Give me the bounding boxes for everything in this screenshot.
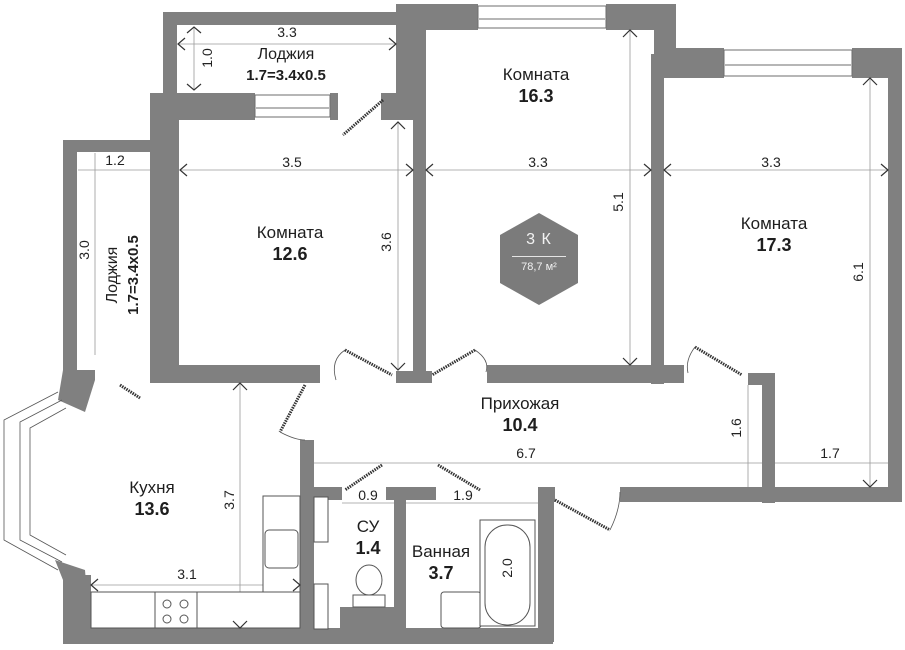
dim-wc-width: 0.9 [358,487,378,503]
dimension-arrows [90,26,889,629]
dim-hall-niche-depth: 1.6 [728,418,744,438]
dim-room17-length: 6.1 [850,262,866,282]
room-area: 10.4 [502,415,538,435]
dim-loggia-left-width: 1.2 [105,152,125,168]
apartment-total-area: 78,7 м² [521,261,557,273]
stove [154,591,198,629]
room-label-room-12: Комната 12.6 [257,223,324,265]
room-label-kitchen: Кухня 13.6 [129,478,175,520]
room-name: Лоджия [257,46,315,63]
room-name: Кухня [129,478,175,497]
radiator [313,583,329,630]
room-label-bath: Ванная 3.7 [412,542,470,584]
windows [3,5,853,571]
dim-bathtub-length: 2.0 [499,558,515,578]
room-area: 3.7 [428,563,454,583]
dim-loggia-top-depth: 1.0 [199,48,215,68]
apartment-type-badge: 3 К 78,7 м² [497,211,581,307]
dim-room12-length: 3.6 [378,232,394,252]
room-name: Комната [502,65,570,84]
room-name: СУ [356,517,380,536]
dim-loggia-top-width: 3.3 [277,24,297,40]
hexagon-icon [500,213,578,305]
room-area: 1.4 [355,538,381,558]
toilet [355,564,383,596]
dim-kitchen-width: 3.1 [177,566,197,582]
room-label-hall: Прихожая 10.4 [481,394,560,436]
room-area: 16.3 [518,86,554,106]
dim-loggia-left-length: 3.0 [76,240,92,260]
room-name: Прихожая [480,394,560,413]
room-label-loggia-left: Лоджия 1.7=3.4x0.5 [103,235,145,315]
room-name: Лоджия [104,246,121,304]
dim-hall-length: 6.7 [516,445,536,461]
room-area: 13.6 [134,499,170,519]
dim-room16-length: 5.1 [610,192,626,212]
badge-divider [512,256,566,257]
room-area: 1.7=3.4x0.5 [125,235,142,315]
dim-room12-width: 3.5 [282,154,302,170]
room-area: 17.3 [756,235,792,255]
bathtub [484,524,531,626]
room-name: Комната [256,223,324,242]
radiator [313,496,329,543]
room-area: 12.6 [272,244,308,264]
room-label-room-17: Комната 17.3 [741,214,808,256]
dim-room17-width: 3.3 [761,154,781,170]
dim-bath-width: 1.9 [453,487,473,503]
apartment-type: 3 К [526,231,552,248]
room-label-wc: СУ 1.4 [355,517,380,559]
washbasin [440,591,482,629]
fixtures [90,495,536,630]
room-name: Комната [740,214,808,233]
dim-kitchen-length: 3.7 [221,490,237,510]
room-label-room-16: Комната 16.3 [503,65,570,107]
dim-room16-width: 3.3 [528,154,548,170]
dim-hall-niche-width: 1.7 [820,445,840,461]
doors [119,98,743,532]
room-label-loggia-top: Лоджия 1.7=3.4x0.5 [246,45,326,87]
room-area: 1.7=3.4x0.5 [246,67,326,84]
walls [55,4,902,644]
kitchen-sink [264,529,299,569]
room-name: Ванная [411,542,471,561]
